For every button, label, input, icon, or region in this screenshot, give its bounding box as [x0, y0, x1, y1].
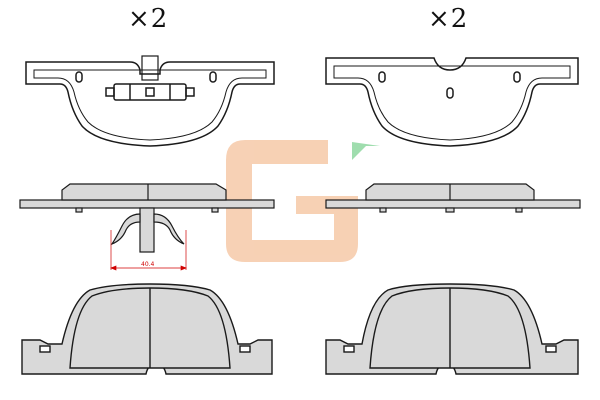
rear-pad-side-view	[325, 183, 581, 213]
front-plate-outline	[25, 61, 275, 147]
front-sensor-end-right	[185, 87, 195, 97]
front-sensor-center	[145, 87, 155, 97]
front-sensor-end-left	[105, 87, 115, 97]
rear-tab-hole-right	[545, 345, 557, 353]
rear-plate-inner	[333, 65, 571, 141]
rear-tab-hole-left	[343, 345, 355, 353]
rear-side-tab-left	[379, 207, 387, 213]
clip-spring-right	[153, 213, 185, 245]
front-side-backing	[19, 199, 275, 209]
rear-pad-friction-view	[325, 283, 579, 375]
front-plate-hole-right	[209, 71, 217, 83]
quantity-label-right: ×2	[428, 4, 469, 34]
rear-plate-outline	[325, 57, 579, 147]
logo-green-triangle	[352, 142, 380, 160]
front-side-friction	[61, 183, 227, 201]
front-side-tab-right	[211, 207, 219, 213]
rear-side-tab-right	[515, 207, 523, 213]
rear-side-backing	[325, 199, 581, 209]
front-side-clip	[110, 207, 185, 253]
front-plate-hole-left	[75, 71, 83, 83]
front-pad-side-view: 40.4	[19, 183, 275, 271]
rear-plate-hole-center	[446, 87, 454, 99]
rear-pad-top-view	[325, 57, 579, 147]
rear-side-tab-center	[445, 207, 455, 213]
front-tab-hole-right	[239, 345, 251, 353]
front-side-tab-left	[75, 207, 83, 213]
quantity-label-left: ×2	[128, 4, 169, 34]
rear-plate-hole-left	[378, 71, 386, 83]
clip-dimension-line	[110, 230, 187, 271]
front-plate-inner	[33, 69, 267, 141]
front-pad-friction-view	[21, 283, 273, 375]
rear-plate-hole-right	[513, 71, 521, 83]
front-clip-spring	[141, 55, 159, 81]
front-tab-hole-left	[39, 345, 51, 353]
clip-dimension-value: 40.4	[141, 261, 155, 268]
clip-spring-left	[110, 213, 141, 246]
front-pad-top-view	[25, 55, 275, 147]
front-sensor-bar	[113, 83, 187, 101]
clip-body	[139, 207, 155, 253]
